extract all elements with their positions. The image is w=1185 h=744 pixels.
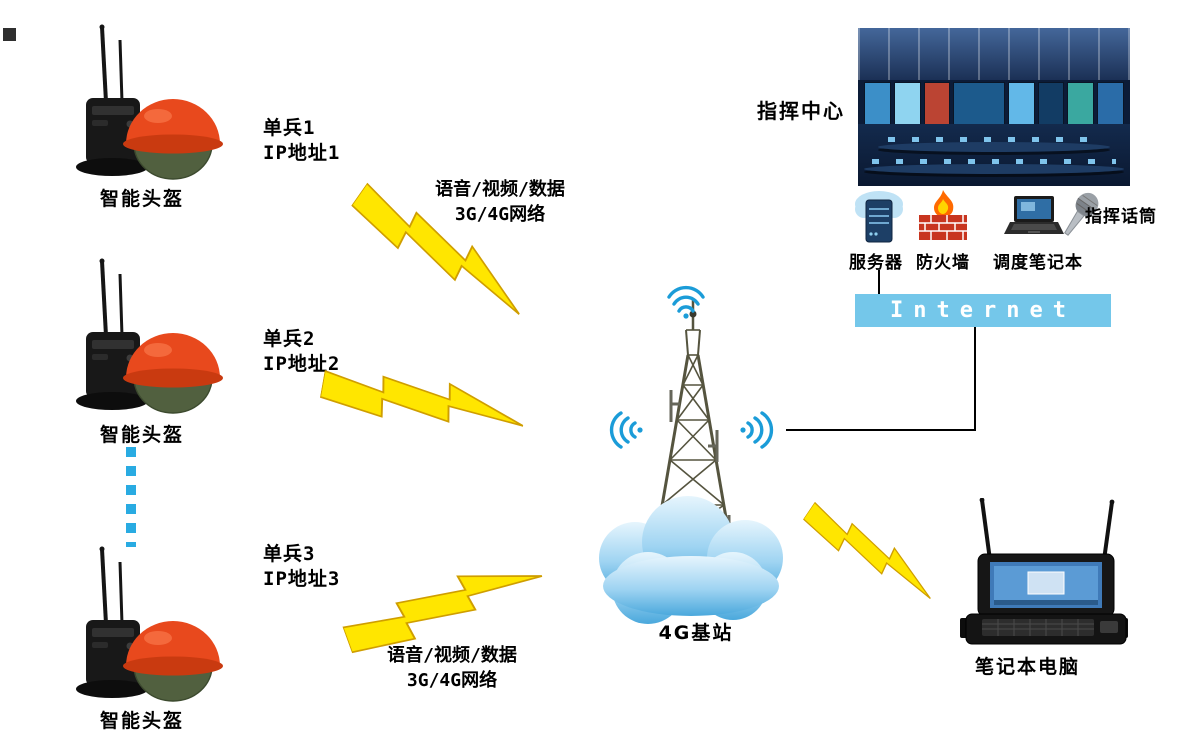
microphone-label: 指挥话筒 — [1085, 207, 1157, 227]
soldier-2-line2: IP地址2 — [263, 353, 341, 375]
dispatch-laptop-label: 调度笔记本 — [993, 253, 1083, 273]
desk-monitors-row — [888, 137, 1100, 142]
corner-artifact — [3, 28, 16, 41]
soldier-1-id: 单兵1 IP地址1 — [263, 116, 340, 166]
wifi-waves-right-icon — [738, 411, 774, 449]
wall-screen — [864, 82, 891, 126]
server-icon — [855, 191, 903, 243]
wall-screen — [923, 82, 951, 126]
soldier-3-line1: 单兵3 — [263, 543, 316, 565]
cloud-icon — [599, 496, 783, 624]
smart-helmet-icon-2 — [74, 258, 225, 415]
soldier-3-id: 单兵3 IP地址3 — [263, 542, 340, 592]
smart-helmet-icon-3 — [74, 546, 225, 703]
command-center-title: 指挥中心 — [757, 99, 845, 123]
base-station-tower-icon — [599, 300, 783, 624]
lightning-bolt-4 — [798, 496, 944, 610]
photo-floor — [858, 124, 1130, 186]
base-station-label: 4G基站 — [658, 622, 734, 644]
internet-bar: Internet — [855, 294, 1111, 327]
helmet-label-1: 智能头盔 — [100, 188, 185, 210]
wifi-waves-left-icon — [609, 411, 645, 449]
link-label-bottom-line1: 语音/视频/数据 — [387, 645, 517, 666]
internet-label: Internet — [890, 298, 1076, 323]
link-label-bottom: 语音/视频/数据 3G/4G网络 — [352, 643, 552, 693]
server-label: 服务器 — [849, 253, 903, 273]
field-laptop-label: 笔记本电脑 — [975, 656, 1081, 678]
firewall-label: 防火墙 — [916, 253, 970, 273]
wall-screen — [1097, 82, 1125, 126]
wall-screen — [1067, 82, 1095, 126]
helmet-label-2: 智能头盔 — [100, 424, 185, 446]
connector-internet-down — [974, 327, 976, 430]
field-laptop-icon — [960, 498, 1128, 645]
soldier-2-id: 单兵2 IP地址2 — [263, 327, 340, 377]
link-label-top: 语音/视频/数据 3G/4G网络 — [400, 177, 600, 227]
wifi-waves-top-icon — [667, 285, 705, 321]
soldier-1-line1: 单兵1 — [263, 117, 316, 139]
desk-monitors-row — [872, 159, 1116, 164]
photo-ceiling — [858, 28, 1130, 80]
firewall-icon — [919, 190, 967, 240]
wall-screen — [1007, 82, 1035, 126]
smart-helmet-icon-1 — [74, 24, 225, 181]
desk-row — [864, 164, 1124, 174]
dispatch-laptop-icon — [1004, 196, 1064, 234]
soldier-2-line1: 单兵2 — [263, 328, 316, 350]
helmet-label-3: 智能头盔 — [100, 710, 185, 732]
link-label-bottom-line2: 3G/4G网络 — [406, 670, 498, 691]
video-wall — [864, 82, 1125, 126]
lightning-bolt-2 — [317, 361, 530, 443]
soldier-3-line2: IP地址3 — [263, 568, 341, 590]
microphone-icon — [1064, 192, 1099, 236]
desk-row — [878, 142, 1110, 152]
wall-screen — [1037, 82, 1065, 126]
wall-screen — [893, 82, 921, 126]
soldier-1-line2: IP地址1 — [263, 142, 341, 164]
connector-internet-tower — [786, 429, 976, 431]
command-center-photo — [858, 28, 1130, 186]
wall-screen — [953, 82, 1005, 126]
link-label-top-line1: 语音/视频/数据 — [435, 179, 565, 200]
ellipsis-dotted-line — [126, 447, 136, 547]
connector-server-internet — [878, 270, 880, 295]
link-label-top-line2: 3G/4G网络 — [454, 204, 546, 225]
